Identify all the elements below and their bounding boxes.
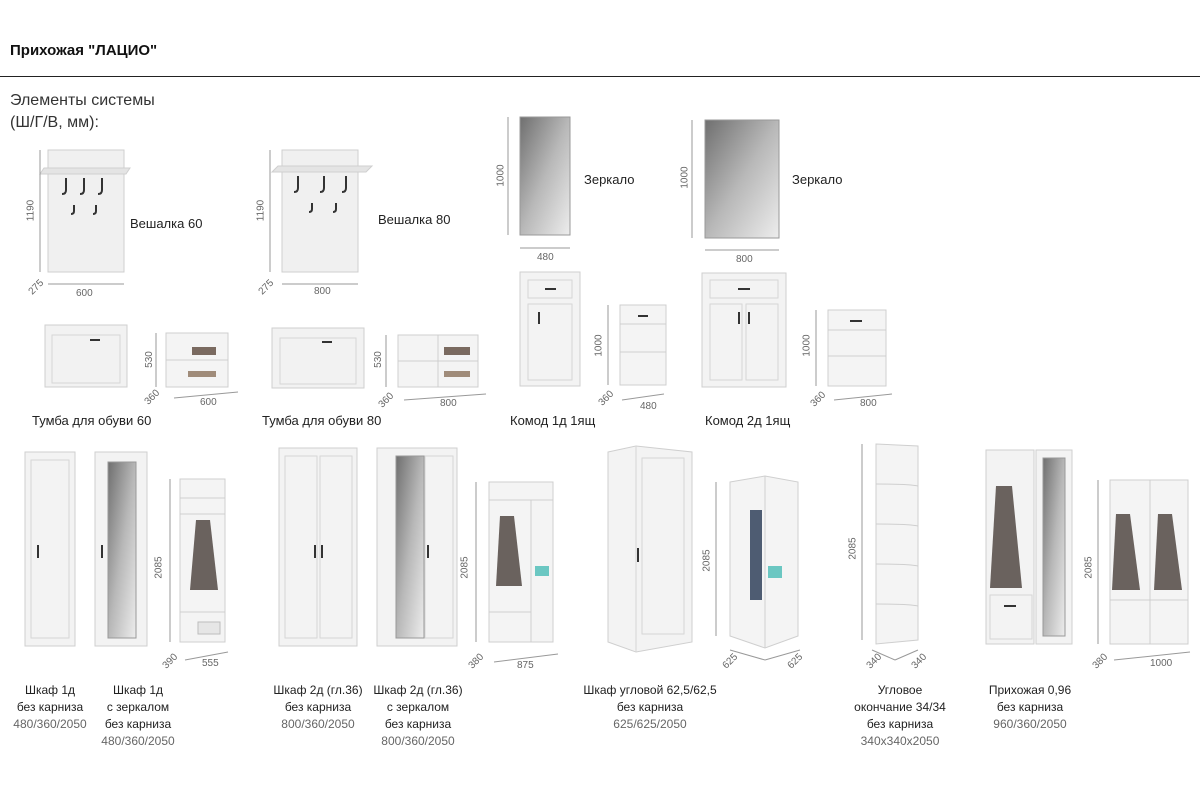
shoe-cabinet-80-height: 530: [372, 351, 384, 368]
wardrobe-1-door-illustration: [24, 451, 229, 661]
hanger-80-illustration: [269, 149, 374, 285]
hanger-60-label: Вешалка 60: [130, 216, 203, 231]
wardrobe-1-door-mirror-caption: Шкаф 1д с зеркалом без карниза 480/360/2…: [101, 683, 175, 748]
wardrobe-2-door-illustration: [278, 447, 559, 663]
hallway-set-illustration: [985, 449, 1191, 661]
wardrobe-2-door-mirror-caption: Шкаф 2д (гл.36) с зеркалом без карниза 8…: [373, 683, 463, 748]
chest-1-door-height: 1000: [593, 334, 605, 357]
mirror-480-illustration: [507, 116, 571, 249]
shoe-cabinet-60-illustration: [44, 324, 239, 399]
chest-1-door-width: 480: [640, 401, 657, 412]
shoe-cabinet-80-illustration: [271, 327, 487, 401]
system-elements-heading: Элементы системы (Ш/Г/В, мм):: [10, 90, 155, 134]
chest-1-door-label: Комод 1д 1ящ: [510, 413, 596, 428]
chest-2-door-illustration: [701, 272, 893, 401]
corner-wardrobe-height: 2085: [701, 549, 713, 572]
hallway-set-width: 1000: [1150, 658, 1173, 669]
wardrobe-1-door-width: 555: [202, 658, 219, 669]
shoe-cabinet-80-width: 800: [440, 398, 457, 409]
shoe-cabinet-80-label: Тумба для обуви 80: [262, 413, 382, 428]
mirror-800-label: Зеркало: [792, 172, 843, 187]
chest-2-door-width: 800: [860, 398, 877, 409]
hanger-80-height: 1190: [255, 199, 267, 222]
hanger-60-illustration: [39, 149, 131, 285]
wardrobe-2-door-width: 875: [517, 660, 534, 671]
mirror-480-height: 1000: [495, 164, 507, 187]
mirror-800-height: 1000: [679, 166, 691, 189]
end-unit-height: 2085: [847, 537, 859, 560]
shoe-cabinet-60-height: 530: [143, 351, 155, 368]
wardrobe-2-door-caption: Шкаф 2д (гл.36) без карниза 800/360/2050: [273, 683, 363, 731]
subtitle-line-1: Элементы системы: [10, 92, 155, 109]
page-title: Прихожая "ЛАЦИО": [10, 42, 158, 59]
chest-2-door-height: 1000: [801, 334, 813, 357]
shoe-cabinet-60-width: 600: [200, 397, 217, 408]
hanger-60-width: 600: [76, 288, 93, 299]
wardrobe-1-door-caption: Шкаф 1д без карниза 480/360/2050: [13, 683, 87, 731]
corner-wardrobe-illustration: [607, 445, 801, 661]
shoe-cabinet-60-label: Тумба для обуви 60: [32, 413, 152, 428]
hallway-set-height: 2085: [1083, 556, 1095, 579]
hanger-80-label: Вешалка 80: [378, 212, 451, 227]
wardrobe-1-door-height: 2085: [153, 556, 165, 579]
chest-2-door-label: Комод 2д 1ящ: [705, 413, 791, 428]
wardrobe-2-door-height: 2085: [459, 556, 471, 579]
hallway-set-caption: Прихожая 0,96 без карниза 960/360/2050: [988, 683, 1072, 731]
mirror-480-width: 480: [537, 252, 554, 263]
end-unit-caption: Угловое окончание 34/34 без карниза 340x…: [854, 683, 946, 748]
hanger-80-width: 800: [314, 286, 331, 297]
chest-1-door-illustration: [519, 271, 667, 401]
title-divider: [0, 76, 1200, 77]
mirror-800-width: 800: [736, 254, 753, 265]
subtitle-line-2: (Ш/Г/В, мм):: [10, 114, 99, 131]
mirror-480-label: Зеркало: [584, 172, 635, 187]
corner-end-unit-illustration: [861, 443, 919, 661]
mirror-800-illustration: [691, 119, 780, 251]
corner-wardrobe-caption: Шкаф угловой 62,5/62,5 без карниза 625/6…: [583, 683, 717, 731]
hanger-60-height: 1190: [25, 199, 37, 222]
